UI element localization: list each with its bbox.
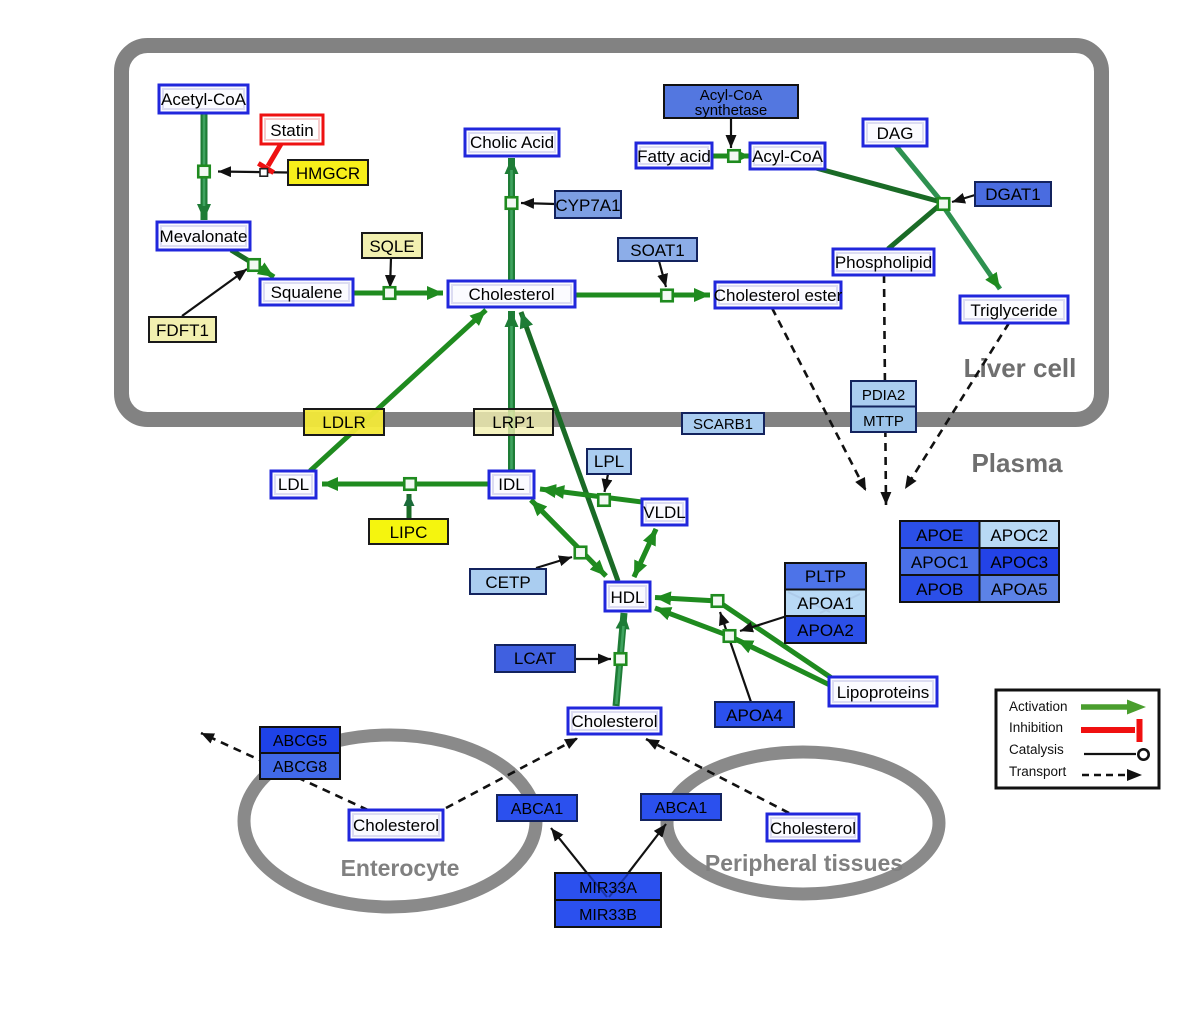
svg-text:APOC1: APOC1 — [911, 553, 969, 572]
svg-text:Triglyceride: Triglyceride — [970, 301, 1057, 320]
svg-text:ABCA1: ABCA1 — [511, 801, 564, 818]
svg-text:APOA1: APOA1 — [797, 594, 854, 613]
svg-text:Transport: Transport — [1009, 764, 1067, 779]
svg-text:VLDL: VLDL — [643, 503, 686, 522]
svg-text:Fatty acid: Fatty acid — [637, 147, 711, 166]
svg-text:Cholic Acid: Cholic Acid — [470, 133, 554, 152]
svg-text:SOAT1: SOAT1 — [630, 241, 684, 260]
svg-text:Cholesterol: Cholesterol — [353, 816, 439, 835]
svg-text:LDLR: LDLR — [322, 413, 365, 432]
svg-text:CETP: CETP — [485, 573, 530, 592]
svg-text:CYP7A1: CYP7A1 — [555, 196, 620, 215]
svg-text:Cholesterol ester: Cholesterol ester — [714, 286, 843, 305]
svg-text:Phospholipid: Phospholipid — [835, 253, 932, 272]
svg-text:APOA4: APOA4 — [726, 706, 783, 725]
svg-text:MIR33B: MIR33B — [579, 907, 637, 924]
svg-text:Inhibition: Inhibition — [1009, 720, 1063, 735]
svg-text:Lipoproteins: Lipoproteins — [837, 683, 930, 702]
svg-text:LPL: LPL — [594, 452, 624, 471]
svg-text:APOA2: APOA2 — [797, 621, 854, 640]
svg-text:Mevalonate: Mevalonate — [160, 227, 248, 246]
svg-text:Cholesterol: Cholesterol — [572, 712, 658, 731]
svg-text:Acyl-CoA: Acyl-CoA — [700, 87, 763, 104]
svg-text:synthetase: synthetase — [695, 102, 768, 119]
svg-text:Acetyl-CoA: Acetyl-CoA — [161, 90, 247, 109]
svg-text:ABCG8: ABCG8 — [273, 759, 327, 776]
svg-text:Statin: Statin — [270, 121, 313, 140]
svg-text:APOC3: APOC3 — [990, 553, 1048, 572]
svg-text:PLTP: PLTP — [805, 567, 846, 586]
svg-text:PDIA2: PDIA2 — [862, 387, 905, 404]
svg-text:FDFT1: FDFT1 — [156, 321, 209, 340]
svg-text:APOE: APOE — [916, 526, 963, 545]
svg-text:SCARB1: SCARB1 — [693, 416, 753, 433]
svg-text:ABCA1: ABCA1 — [655, 800, 708, 817]
svg-text:HMGCR: HMGCR — [296, 164, 360, 183]
svg-text:APOA5: APOA5 — [991, 580, 1048, 599]
svg-text:Acyl-CoA: Acyl-CoA — [752, 147, 824, 166]
svg-text:Peripheral tissues: Peripheral tissues — [705, 850, 903, 876]
svg-text:LCAT: LCAT — [514, 649, 556, 668]
svg-text:APOC2: APOC2 — [990, 526, 1048, 545]
svg-text:APOB: APOB — [916, 580, 963, 599]
svg-text:MTTP: MTTP — [863, 413, 904, 430]
svg-text:DAG: DAG — [877, 124, 914, 143]
svg-text:Activation: Activation — [1009, 699, 1068, 714]
svg-text:DGAT1: DGAT1 — [985, 185, 1040, 204]
svg-text:Cholesterol: Cholesterol — [770, 819, 856, 838]
svg-text:Catalysis: Catalysis — [1009, 742, 1064, 757]
svg-text:Cholesterol: Cholesterol — [469, 285, 555, 304]
svg-text:LRP1: LRP1 — [492, 413, 535, 432]
svg-text:Plasma: Plasma — [971, 448, 1063, 478]
svg-text:Squalene: Squalene — [271, 283, 343, 302]
svg-text:LIPC: LIPC — [390, 523, 428, 542]
svg-text:HDL: HDL — [610, 588, 644, 607]
svg-text:IDL: IDL — [498, 475, 524, 494]
svg-text:Liver cell: Liver cell — [964, 353, 1077, 383]
svg-text:MIR33A: MIR33A — [579, 880, 637, 897]
svg-text:ABCG5: ABCG5 — [273, 733, 327, 750]
svg-text:Enterocyte: Enterocyte — [341, 855, 460, 881]
svg-text:LDL: LDL — [278, 475, 309, 494]
svg-text:SQLE: SQLE — [369, 237, 414, 256]
